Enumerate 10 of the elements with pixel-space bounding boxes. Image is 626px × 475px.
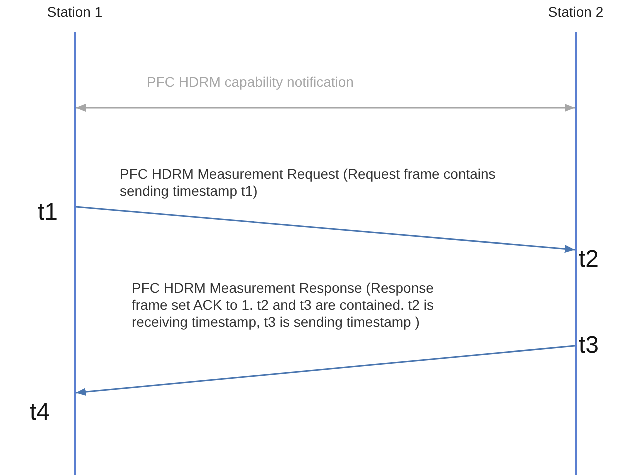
message-arrow: [76, 104, 575, 112]
timestamp-label: t4: [30, 400, 50, 426]
timestamp-label: t2: [579, 247, 600, 273]
message-arrow: [76, 206, 576, 254]
timestamp-label: t3: [579, 333, 600, 359]
edge-label: PFC HDRM capability notification: [145, 74, 356, 91]
message-arrow: [76, 345, 576, 396]
station-name: Station 1: [46, 4, 104, 20]
timestamp-label: t1: [38, 200, 58, 226]
station-name: Station 2: [547, 4, 605, 20]
